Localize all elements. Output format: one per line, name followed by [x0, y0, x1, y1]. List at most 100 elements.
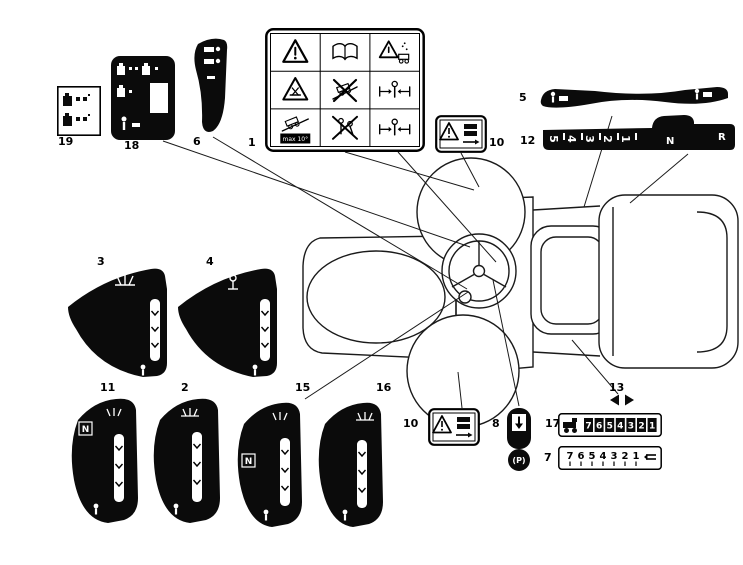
- callout-7: 7: [544, 451, 552, 464]
- gauge-digits: 7 6 5 4 3 2 1: [567, 451, 640, 462]
- callout-3: 3: [97, 255, 105, 268]
- decal-12-shift-pattern: 5 4 3 2 1 N R: [540, 112, 738, 154]
- adjust-icon: [644, 454, 656, 460]
- decal-15-side-panel: N: [234, 400, 312, 532]
- decal-19-maintenance: [57, 86, 101, 136]
- decal-16-side-panel: [315, 400, 393, 532]
- read-manual-icon: [456, 417, 473, 438]
- steering-wheel: [441, 233, 517, 309]
- decal-10-warning-bottom: [428, 408, 480, 446]
- leader-13: [571, 339, 619, 395]
- svg-text:6: 6: [578, 451, 585, 462]
- callout-5: 5: [519, 91, 527, 104]
- callout-4: 4: [206, 255, 214, 268]
- gear-2: 2: [601, 135, 614, 143]
- leader-18: [162, 140, 471, 248]
- callout-10-top: 10: [489, 136, 505, 149]
- svg-text:3: 3: [628, 422, 634, 432]
- gear-4: 4: [565, 135, 578, 143]
- svg-text:5: 5: [589, 451, 596, 462]
- grass-icon: [272, 412, 288, 421]
- console-pictograms: [204, 46, 221, 79]
- decal-1-safety-grid: max 10°: [265, 28, 425, 152]
- decal-11-side-panel: N: [68, 396, 148, 528]
- decal-5-fender-band: [535, 80, 733, 116]
- pictogram-icon-left: [550, 91, 568, 103]
- leader-8: [492, 279, 520, 407]
- operator-pictogram: [121, 116, 140, 130]
- callout-8: 8: [492, 417, 500, 430]
- gear-5: 5: [547, 135, 560, 143]
- height-slot: [114, 434, 124, 502]
- decal-3-fender: [65, 265, 169, 383]
- decal-6-side-console: [188, 36, 232, 136]
- callout-16: 16: [376, 381, 392, 394]
- svg-text:2: 2: [638, 422, 644, 432]
- height-digit-boxes: 7 6 5 4 3 2 1: [584, 418, 657, 432]
- figure-icon: [252, 364, 258, 376]
- oil-can-icon: [63, 93, 90, 106]
- height-slot: [150, 299, 160, 361]
- height-slot: [357, 440, 367, 508]
- keep-bystanders-away-icon: [378, 118, 411, 136]
- svg-text:7: 7: [567, 451, 574, 462]
- press-down-arrow-icon: [512, 414, 526, 431]
- grass-icon: [181, 408, 199, 417]
- pictogram-icon-right: [694, 88, 712, 100]
- svg-text:3: 3: [611, 451, 618, 462]
- callout-19: 19: [58, 135, 74, 148]
- mower-icon: [563, 418, 577, 433]
- figure-icon: [342, 509, 348, 521]
- svg-text:4: 4: [617, 422, 623, 432]
- svg-text:1: 1: [633, 451, 640, 462]
- callout-6: 6: [193, 135, 201, 148]
- blade-hand-icon: [282, 77, 309, 101]
- figure-icon: [93, 503, 99, 515]
- grass-icon: [106, 408, 122, 417]
- park-label: (P): [512, 456, 525, 465]
- figure-icon: [140, 364, 146, 376]
- operator-manual-icon: [332, 42, 358, 61]
- decal-10-warning-top: [435, 115, 487, 153]
- gear-neutral: N: [666, 136, 674, 147]
- gear-reverse: R: [718, 132, 726, 143]
- callout-12: 12: [520, 134, 536, 147]
- thrown-objects-icon: [378, 40, 410, 64]
- callout-17: 17: [545, 417, 561, 430]
- decal-8-parking-brake: (P): [505, 406, 533, 472]
- leader-1a: [344, 151, 475, 191]
- read-manual-icon: [463, 124, 480, 145]
- leader-10-bottom: [457, 371, 463, 409]
- rear-body: [598, 194, 739, 369]
- svg-text:N: N: [82, 425, 90, 435]
- keep-bystanders-away-icon: [378, 80, 411, 98]
- arrow-right-icon: [625, 394, 634, 406]
- grass-icon: [356, 412, 374, 421]
- callout-15: 15: [295, 381, 311, 394]
- neutral-marker: N: [78, 421, 93, 436]
- height-slot: [280, 438, 290, 506]
- gear-tick-marks: [563, 133, 637, 140]
- gear-1: 1: [619, 135, 632, 143]
- callout-1: 1: [248, 136, 256, 149]
- leader-10-top: [460, 152, 480, 188]
- leader-15: [304, 291, 469, 400]
- callout-11: 11: [100, 381, 116, 394]
- leader-12: [629, 153, 689, 204]
- callout-2: 2: [181, 381, 189, 394]
- decal-7-height-gauge: 7 6 5 4 3 2 1: [558, 446, 662, 470]
- gear-3: 3: [583, 135, 596, 143]
- leader-6: [212, 136, 468, 290]
- decal-13-adjust-arrows: [610, 394, 634, 406]
- callout-13: 13: [609, 381, 625, 394]
- hand-lever-icon: [228, 274, 238, 290]
- mower-top-view: [302, 157, 739, 428]
- grass-icon: [115, 275, 135, 286]
- figure-icon: [263, 509, 269, 521]
- decal-18-console: [110, 55, 176, 141]
- warning-triangle-icon: [432, 415, 452, 434]
- ignition-switch: [458, 290, 472, 304]
- callout-18: 18: [124, 139, 140, 152]
